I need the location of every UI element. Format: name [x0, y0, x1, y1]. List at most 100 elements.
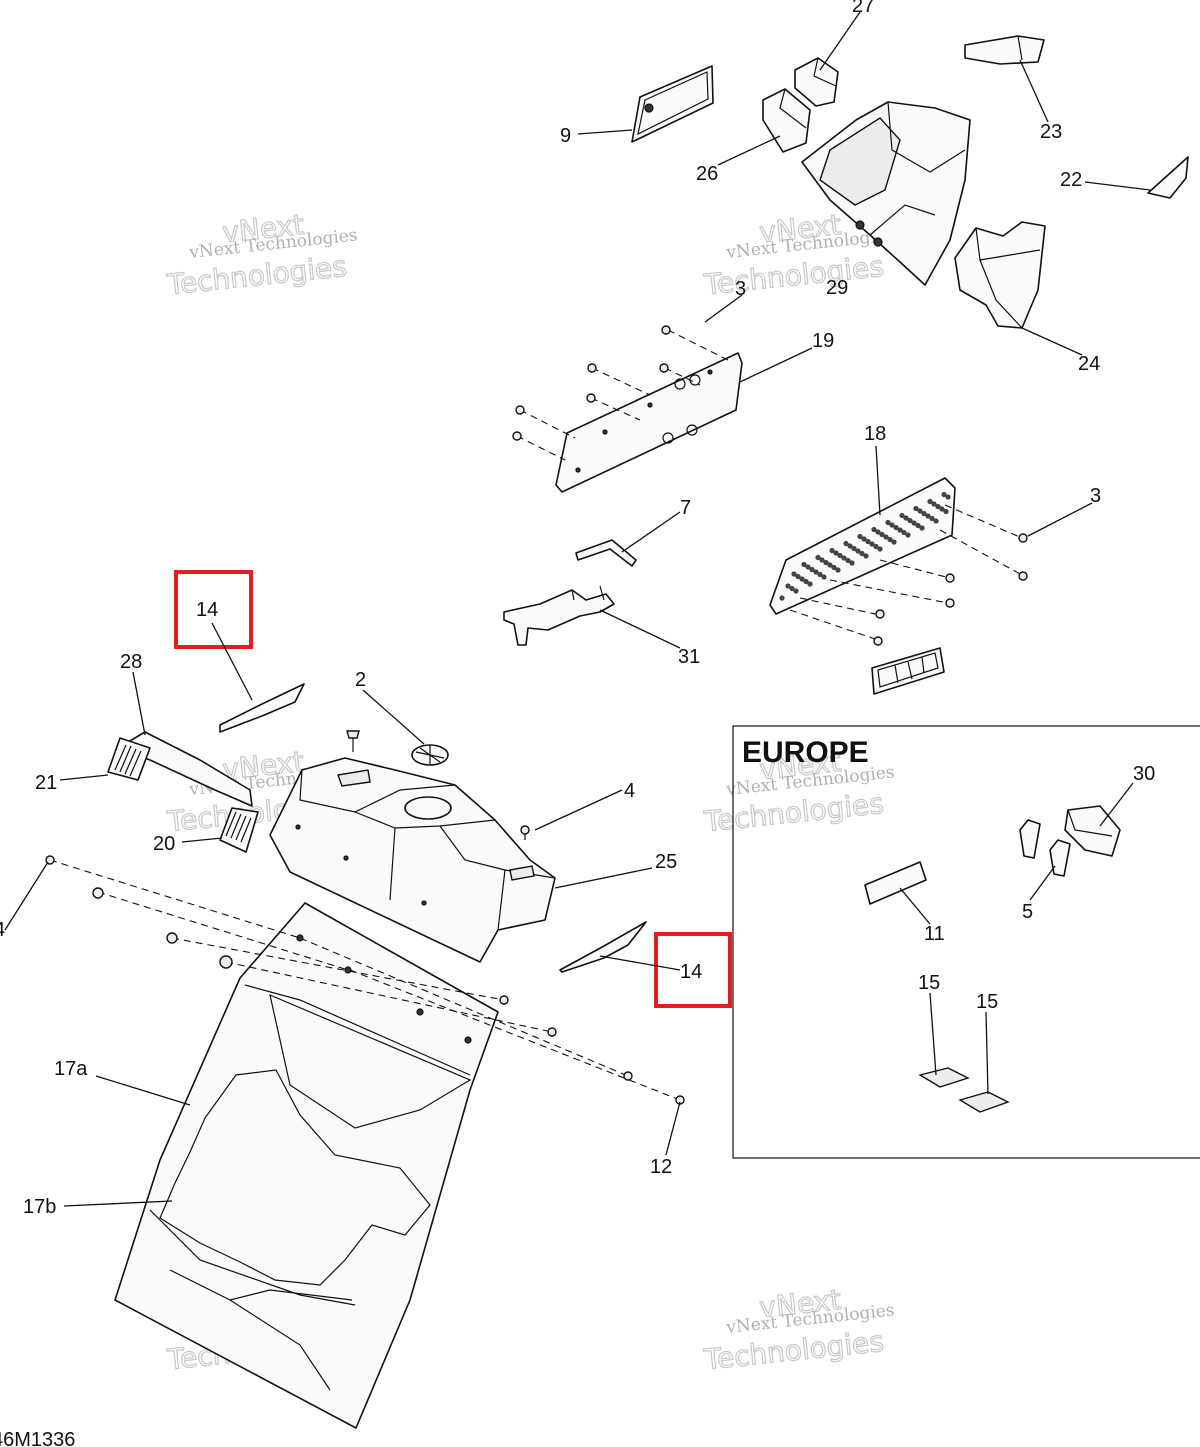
- perforation-hole: [931, 501, 937, 507]
- perforation-hole: [891, 539, 897, 545]
- perforation-hole: [823, 559, 829, 566]
- perforation-hole: [789, 585, 795, 592]
- perforation-hole: [897, 527, 903, 533]
- perforation-hole: [911, 520, 917, 526]
- callout-3-top: 3: [735, 278, 746, 300]
- part-25-cover[interactable]: [269, 757, 556, 963]
- perforation-hole: [857, 533, 863, 540]
- callout-17a: 17a: [54, 1058, 88, 1080]
- callout-4-right: 4: [624, 780, 635, 802]
- perforation-hole: [855, 548, 861, 554]
- perforation-hole: [859, 550, 865, 557]
- perforation-hole: [847, 543, 853, 549]
- part-19-panel[interactable]: [555, 352, 743, 493]
- callout-22: 22: [1060, 169, 1082, 191]
- callout-9: 9: [560, 125, 571, 147]
- part-2-cap[interactable]: [411, 744, 449, 766]
- callout-28: 28: [120, 651, 142, 673]
- part-24-block[interactable]: [954, 221, 1046, 329]
- part-29-housing[interactable]: [801, 101, 971, 286]
- part-14-reflector-left[interactable]: [219, 683, 305, 733]
- perforation-hole: [915, 522, 921, 529]
- part-18-fasteners: [789, 504, 1028, 646]
- perforation-hole: [843, 540, 849, 547]
- perforation-hole: [941, 491, 947, 498]
- perforation-hole: [805, 564, 811, 570]
- callout-27: 27: [852, 0, 874, 17]
- perforation-hole: [873, 543, 879, 550]
- drawing-code: 46M1336: [0, 1429, 75, 1447]
- part-18-perforated-panel[interactable]: [769, 477, 956, 615]
- perforation-hole: [799, 576, 805, 582]
- part-27-block[interactable]: [794, 57, 839, 107]
- callout-14-left: 14: [196, 599, 218, 621]
- perforation-hole: [845, 557, 851, 564]
- perforation-hole: [833, 550, 839, 556]
- callout-4-left: 4: [0, 919, 5, 941]
- perforation-hole: [801, 561, 807, 568]
- part-22-wedge[interactable]: [1147, 156, 1189, 199]
- europe-box: [732, 725, 1200, 1159]
- perforation-hole: [869, 541, 875, 547]
- perforation-hole: [849, 560, 855, 566]
- perforation-hole: [883, 534, 889, 540]
- perforation-hole: [795, 573, 801, 580]
- part-23-wedge[interactable]: [964, 35, 1045, 65]
- perforation-hole: [945, 494, 951, 500]
- part-9-decal[interactable]: [631, 65, 714, 143]
- callout-21: 21: [35, 772, 57, 794]
- perforation-hole: [809, 566, 815, 573]
- perforation-hole: [841, 555, 847, 561]
- part-19-fasteners: [512, 325, 729, 461]
- perforation-hole: [925, 513, 931, 519]
- perforation-hole: [899, 512, 905, 519]
- part-28-strap[interactable]: [117, 731, 253, 807]
- perforation-hole: [877, 546, 883, 552]
- perforation-hole: [875, 529, 881, 535]
- part-21-reflector[interactable]: [107, 737, 151, 781]
- callout-19: 19: [812, 330, 834, 352]
- perforation-hole: [887, 536, 893, 543]
- perforation-hole: [879, 531, 885, 538]
- perforation-hole: [905, 532, 911, 538]
- part-11-plate[interactable]: [864, 861, 927, 905]
- perforation-hole: [907, 517, 913, 524]
- part-5-clip[interactable]: [1019, 819, 1071, 877]
- perforation-hole: [829, 547, 835, 554]
- perforation-hole: [871, 526, 877, 533]
- part-17-mudflap[interactable]: [114, 902, 499, 1429]
- highlight-box-14-right: [654, 932, 732, 1008]
- perforation-hole: [933, 518, 939, 524]
- part-20-reflector[interactable]: [219, 807, 259, 853]
- callout-5: 5: [1022, 901, 1033, 923]
- perforation-hole: [827, 562, 833, 568]
- perforation-hole: [815, 554, 821, 561]
- part-31-clip[interactable]: [503, 585, 615, 646]
- callout-2: 2: [355, 669, 366, 691]
- callout-18: 18: [864, 423, 886, 445]
- perforation-hole: [917, 508, 923, 514]
- perforation-hole: [903, 515, 909, 521]
- callout-31: 31: [678, 646, 700, 668]
- part-26-block[interactable]: [762, 88, 811, 153]
- part-18-plate-variant[interactable]: [871, 647, 945, 695]
- perforation-hole: [807, 581, 813, 587]
- callout-14-right: 14: [680, 961, 702, 983]
- callout-3-right: 3: [1090, 485, 1101, 507]
- part-7-bracket[interactable]: [575, 539, 637, 567]
- callout-30: 30: [1133, 763, 1155, 785]
- europe-title: EUROPE: [742, 736, 869, 769]
- callout-7: 7: [680, 497, 691, 519]
- callout-15-right: 15: [976, 991, 998, 1013]
- part-4-clip-right[interactable]: [520, 825, 530, 840]
- part-30-bracket[interactable]: [1064, 805, 1121, 857]
- callout-12: 12: [650, 1156, 672, 1178]
- part-14-reflector-right[interactable]: [559, 921, 647, 973]
- perforation-hole: [929, 515, 935, 522]
- perforation-hole: [921, 510, 927, 517]
- perforation-hole: [803, 578, 809, 585]
- perforation-hole: [793, 588, 799, 594]
- perforation-hole: [819, 557, 825, 563]
- perforation-hole: [785, 583, 791, 589]
- part-15-pads[interactable]: [918, 1067, 1010, 1113]
